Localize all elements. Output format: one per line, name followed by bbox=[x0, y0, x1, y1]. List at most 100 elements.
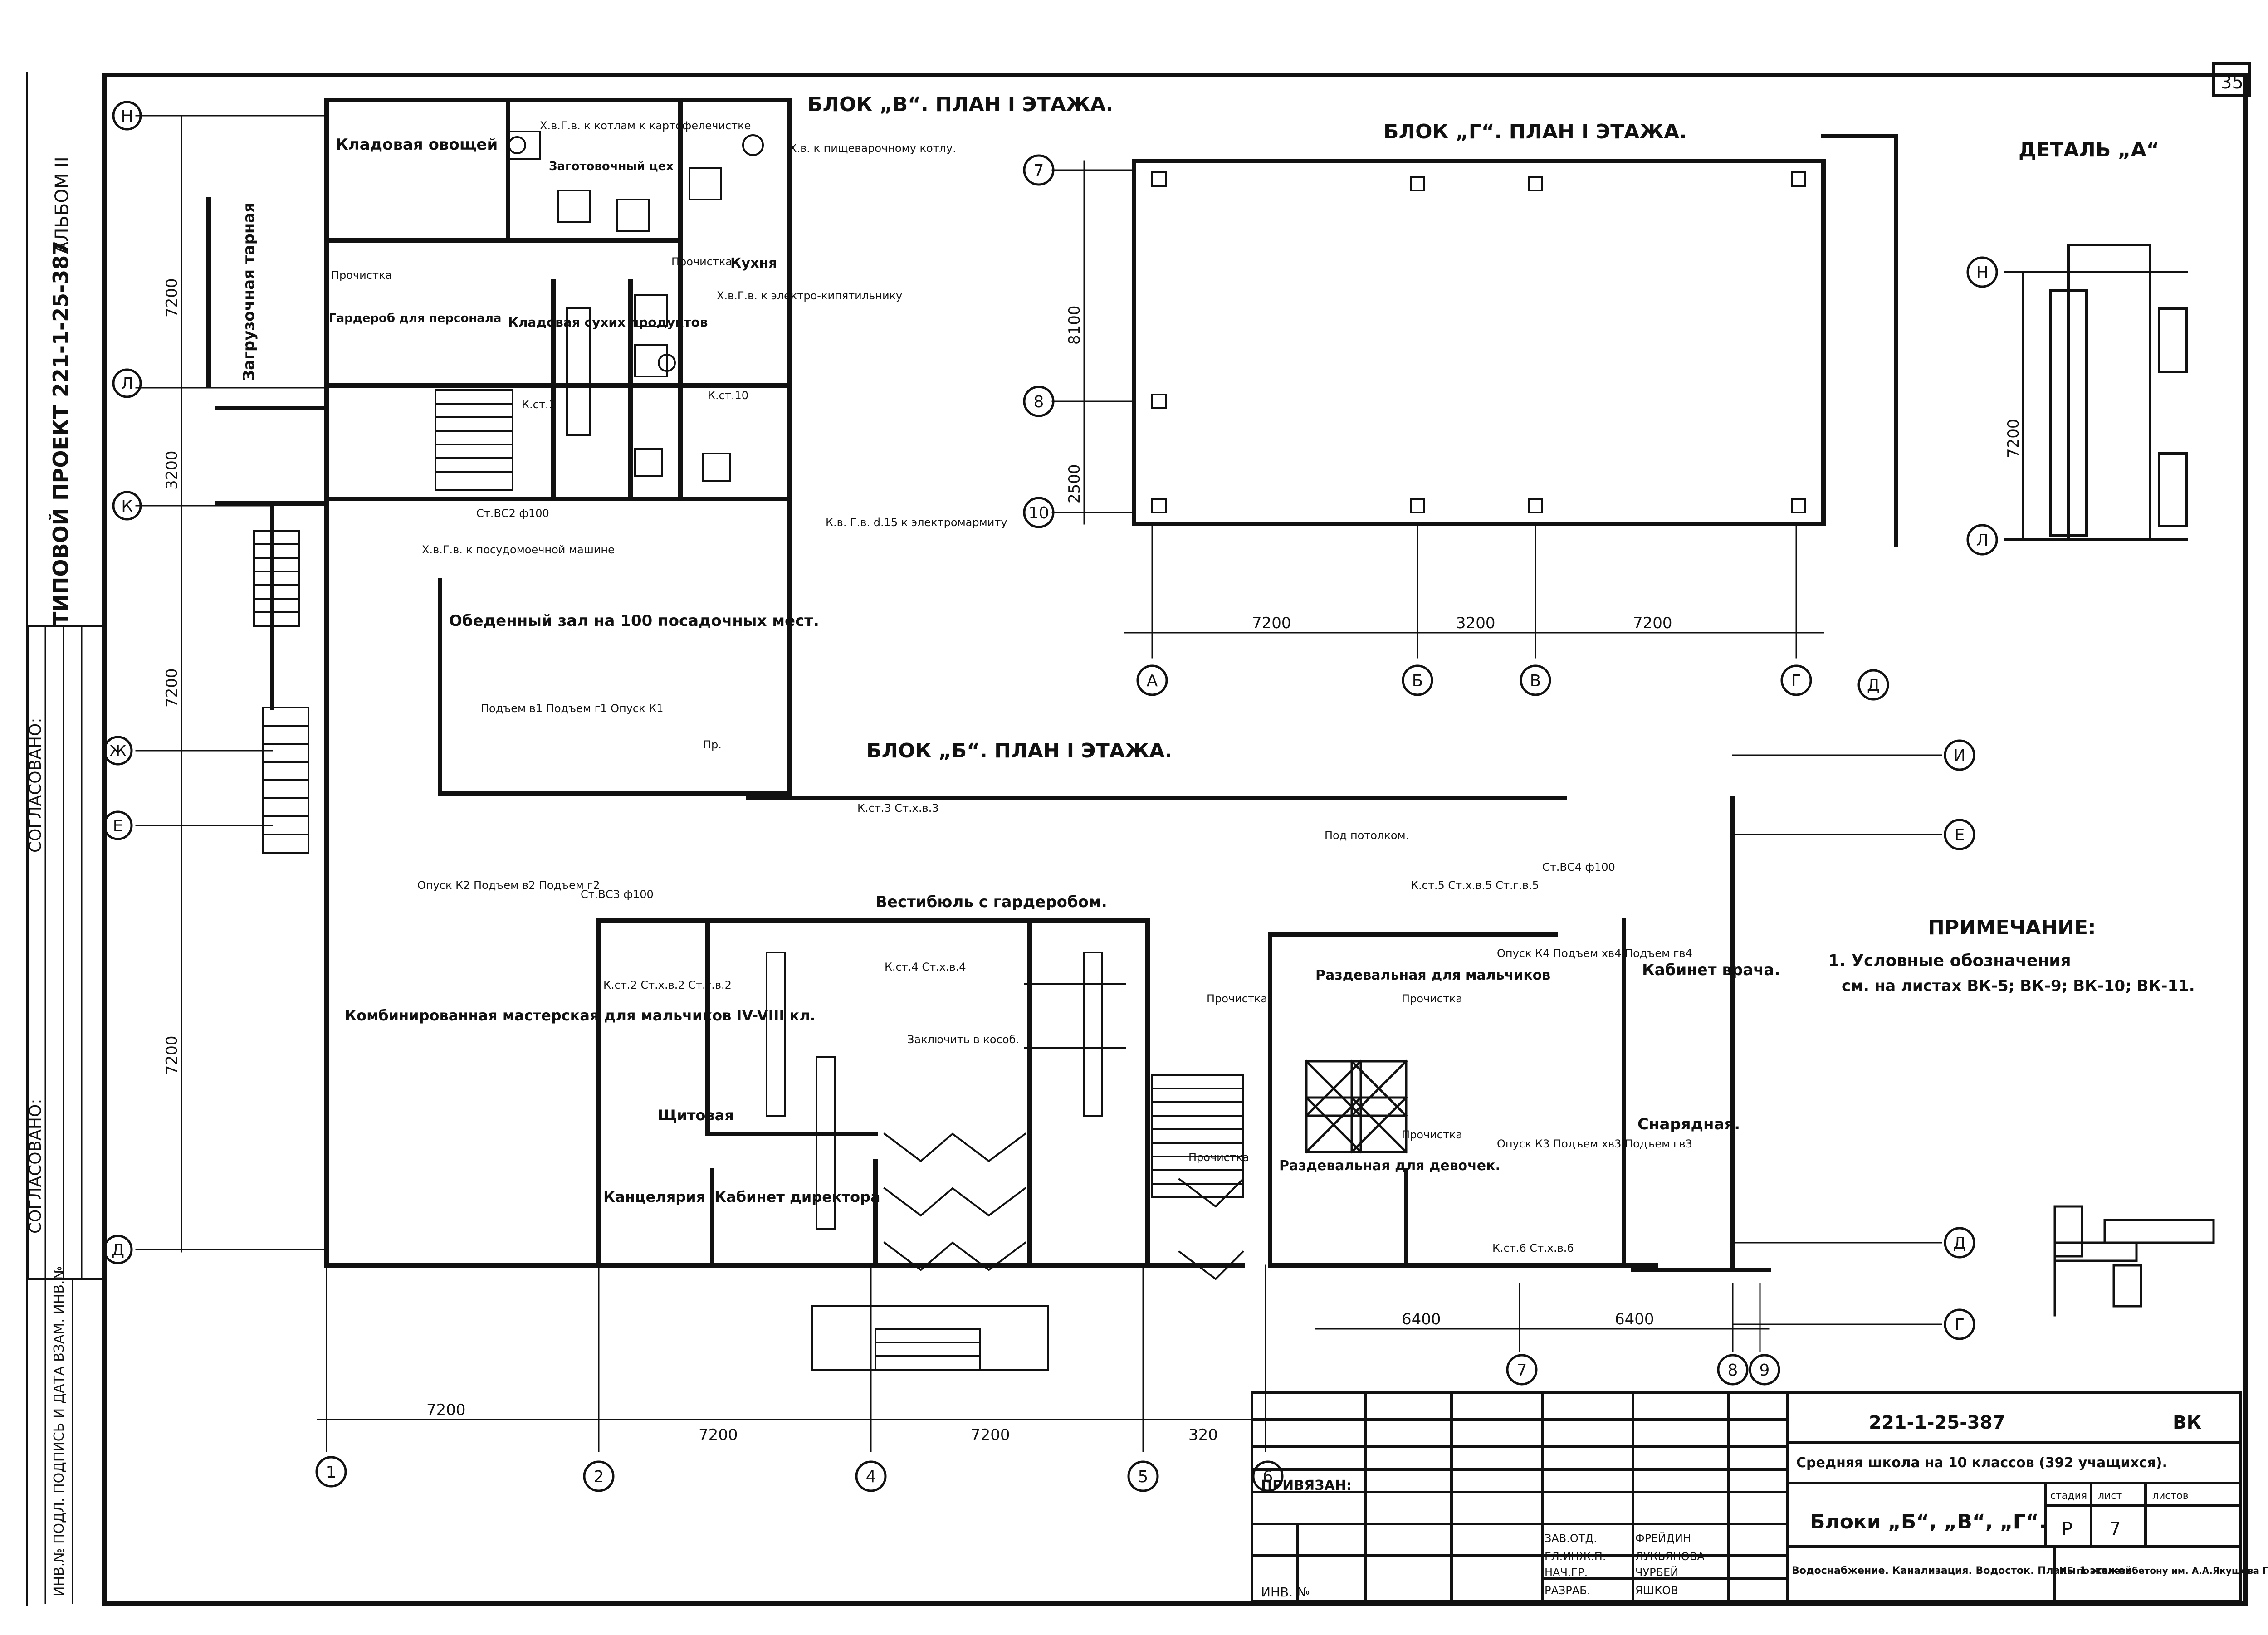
ann-flush-3: Прочистка bbox=[1207, 992, 1267, 1005]
block-g-columns bbox=[1151, 171, 1806, 513]
axis-bubbles bbox=[103, 101, 1998, 1492]
axis-label-1: 1 bbox=[326, 1463, 337, 1482]
ann-to-kettle: Х.в.Г.в. к электро-кипятильнику bbox=[717, 289, 902, 302]
axis-label-g10: 10 bbox=[1028, 504, 1049, 522]
axis-label-d: Д bbox=[112, 1241, 124, 1259]
ann-hot-cold-potato: Х.в.Г.в. к котлам к картофелечистке bbox=[540, 119, 751, 132]
dimensions: 7200 3200 7200 7200 7200 7200 7200 320 8… bbox=[163, 278, 2023, 1444]
axis-label-g8: 8 bbox=[1034, 393, 1044, 411]
room-office: Канцелярия bbox=[603, 1188, 705, 1206]
dim-v-4: 7200 bbox=[163, 1035, 181, 1075]
room-equipment: Снарядная. bbox=[1637, 1115, 1740, 1133]
axis-label-b8: 8 bbox=[1728, 1361, 1738, 1380]
ann-pr: Пр. bbox=[703, 738, 722, 751]
ann-gutter: Под потолком. bbox=[1325, 829, 1409, 842]
tb-org: КБ по железобетону им. А.А.Якушева Госст… bbox=[2059, 1565, 2268, 1576]
tb-role-3: НАЧ.ГР. bbox=[1545, 1566, 1588, 1579]
ann-lift2: Опуск К2 Подъем в2 Подъем г2 bbox=[417, 879, 600, 892]
vestibule-fixtures bbox=[766, 952, 1244, 1371]
ann-kst3: К.ст.3 Ст.х.в.3 bbox=[857, 802, 939, 815]
tb-role-2: ГЛ.ИНЖ.П. bbox=[1545, 1550, 1606, 1563]
ann-stvs4: Ст.ВС4 ф100 bbox=[1542, 861, 1615, 874]
note-line-2: см. на листах ВК-5; ВК-9; ВК-10; ВК-11. bbox=[1842, 977, 2195, 995]
room-locker-boys: Раздевальная для мальчиков bbox=[1315, 967, 1550, 983]
stairs-b bbox=[1151, 1074, 1244, 1198]
title-block-text: 221-1-25-387 ВК Средняя школа на 10 клас… bbox=[1261, 1412, 2268, 1600]
dim-g-2: 2500 bbox=[1066, 464, 1084, 503]
axis-lines-g bbox=[1051, 160, 1824, 659]
tb-name-2: ЛУКЬЯНОВА bbox=[1635, 1550, 1705, 1563]
axis-label-b7: 7 bbox=[1517, 1361, 1527, 1380]
plumbing-fixtures-v bbox=[507, 131, 764, 482]
tb-mark: ВК bbox=[2173, 1412, 2201, 1433]
dim-br-2: 6400 bbox=[1615, 1310, 1654, 1328]
dim-g-3: 7200 bbox=[1252, 614, 1291, 632]
room-wardrobe: Гардероб для персонала bbox=[329, 312, 501, 325]
ann-stvs3: Ст.ВС3 ф100 bbox=[581, 888, 654, 901]
tb-stage: Р bbox=[2062, 1519, 2072, 1540]
ann-flush-4: Прочистка bbox=[1402, 992, 1462, 1005]
axis-label-5: 5 bbox=[1138, 1468, 1149, 1486]
tb-name-3: ЧУРБЕЙ bbox=[1635, 1566, 1678, 1579]
ann-flush-1: Прочистка bbox=[331, 269, 392, 282]
ann-to-electric: К.в. Г.в. d.15 к электромармиту bbox=[826, 516, 1007, 529]
note-title: ПРИМЕЧАНИЕ: bbox=[1928, 916, 2096, 939]
ann-flush-6: Прочистка bbox=[1188, 1151, 1249, 1164]
room-storage: Кладовая сухих продуктов bbox=[508, 315, 708, 330]
axis-labels: Н Л К Ж Е Д 1 2 4 5 6 7 8 10 А Б В Г Д И… bbox=[109, 107, 1989, 1486]
dim-b-4: 320 bbox=[1188, 1426, 1218, 1444]
dim-b-1: 7200 bbox=[426, 1401, 466, 1419]
room-switchboard: Щитовая bbox=[658, 1107, 734, 1124]
dim-detail: 7200 bbox=[2004, 419, 2023, 458]
detail-a bbox=[2004, 244, 2188, 541]
axis-label-gg: Г bbox=[1791, 672, 1801, 690]
side-project-code: ТИПОВОЙ ПРОЕКТ 221-1-25-387 bbox=[49, 241, 73, 626]
axis-label-be: Е bbox=[1955, 826, 1965, 844]
tb-blocks: Блоки „Б“, „В“, „Г“. bbox=[1810, 1510, 2046, 1533]
note-line-1: 1. Условные обозначения bbox=[1828, 952, 2071, 970]
room-director: Кабинет директора bbox=[714, 1188, 880, 1206]
axis-label-l: Л bbox=[121, 375, 133, 393]
block-g-title: БЛОК „Г“. ПЛАН I ЭТАЖА. bbox=[1383, 120, 1687, 143]
block-v-title: БЛОК „В“. ПЛАН I ЭТАЖА. bbox=[807, 93, 1113, 116]
ann-to-boiler: Х.в. к пищеварочному котлу. bbox=[789, 142, 956, 155]
tb-name-1: ФРЕЙДИН bbox=[1635, 1532, 1691, 1545]
tb-sheets-h: листов bbox=[2152, 1490, 2189, 1502]
annotations: Х.в.Г.в. к котлам к картофелечистке Х.в.… bbox=[331, 119, 1692, 1254]
dim-g-5: 7200 bbox=[1633, 614, 1672, 632]
showers bbox=[1305, 1059, 1408, 1154]
ann-lift4: Опуск К4 Подъем хв4 Подъем гв4 bbox=[1497, 947, 1692, 960]
axis-label-b9: 9 bbox=[1760, 1361, 1770, 1380]
room-veg-store: Кладовая овощей bbox=[336, 136, 498, 154]
dim-b-3: 7200 bbox=[971, 1426, 1010, 1444]
ann-dishwasher: Х.в.Г.в. к посудомоечной машине bbox=[422, 543, 615, 556]
axis-label-6: 6 bbox=[1263, 1468, 1273, 1486]
dim-v-1: 7200 bbox=[163, 278, 181, 317]
dim-v-2: 3200 bbox=[163, 450, 181, 490]
dim-g-4: 3200 bbox=[1456, 614, 1496, 632]
dim-b-2: 7200 bbox=[699, 1426, 738, 1444]
room-loading: Загрузочная тарная bbox=[240, 203, 258, 381]
axis-label-g7: 7 bbox=[1034, 161, 1044, 180]
room-locker-girls: Раздевальная для девочек. bbox=[1279, 1158, 1501, 1174]
tb-sheet: 7 bbox=[2109, 1519, 2121, 1540]
room-workshop: Комбинированная мастерская для мальчиков… bbox=[345, 1007, 816, 1024]
block-b-walls bbox=[324, 796, 1771, 1272]
side-inv: ИНВ.№ ПОДЛ. ПОДПИСЬ И ДАТА ВЗАМ. ИНВ.№ bbox=[51, 1266, 67, 1596]
stairs-v bbox=[253, 389, 513, 854]
ann-embed: Заключить в кособ. bbox=[907, 1033, 1019, 1046]
axis-label-bi: И bbox=[1954, 747, 1966, 765]
axis-label-zh: Ж bbox=[109, 742, 127, 761]
page-number-box bbox=[2212, 62, 2251, 97]
block-b-title: БЛОК „Б“. ПЛАН I ЭТАЖА. bbox=[866, 739, 1172, 762]
axis-label-gd: Д bbox=[1867, 676, 1880, 695]
ann-lift3: Опуск К3 Подъем хв3 Подъем гв3 bbox=[1497, 1137, 1692, 1150]
side-agreed-2: СОГЛАСОВАНО: bbox=[26, 1099, 45, 1234]
detail-title: ДЕТАЛЬ „А“ bbox=[2019, 138, 2160, 161]
room-labels: Кладовая овощей Загрузочная тарная Загот… bbox=[240, 136, 1780, 1206]
axis-label-gb: Б bbox=[1412, 672, 1423, 690]
ann-flush-2: Прочистка bbox=[671, 255, 732, 268]
room-kitchen: Кухня bbox=[730, 255, 777, 271]
ann-stvs2: Ст.ВС2 ф100 bbox=[476, 507, 549, 520]
tb-inv: ИНВ. № bbox=[1261, 1585, 1310, 1600]
